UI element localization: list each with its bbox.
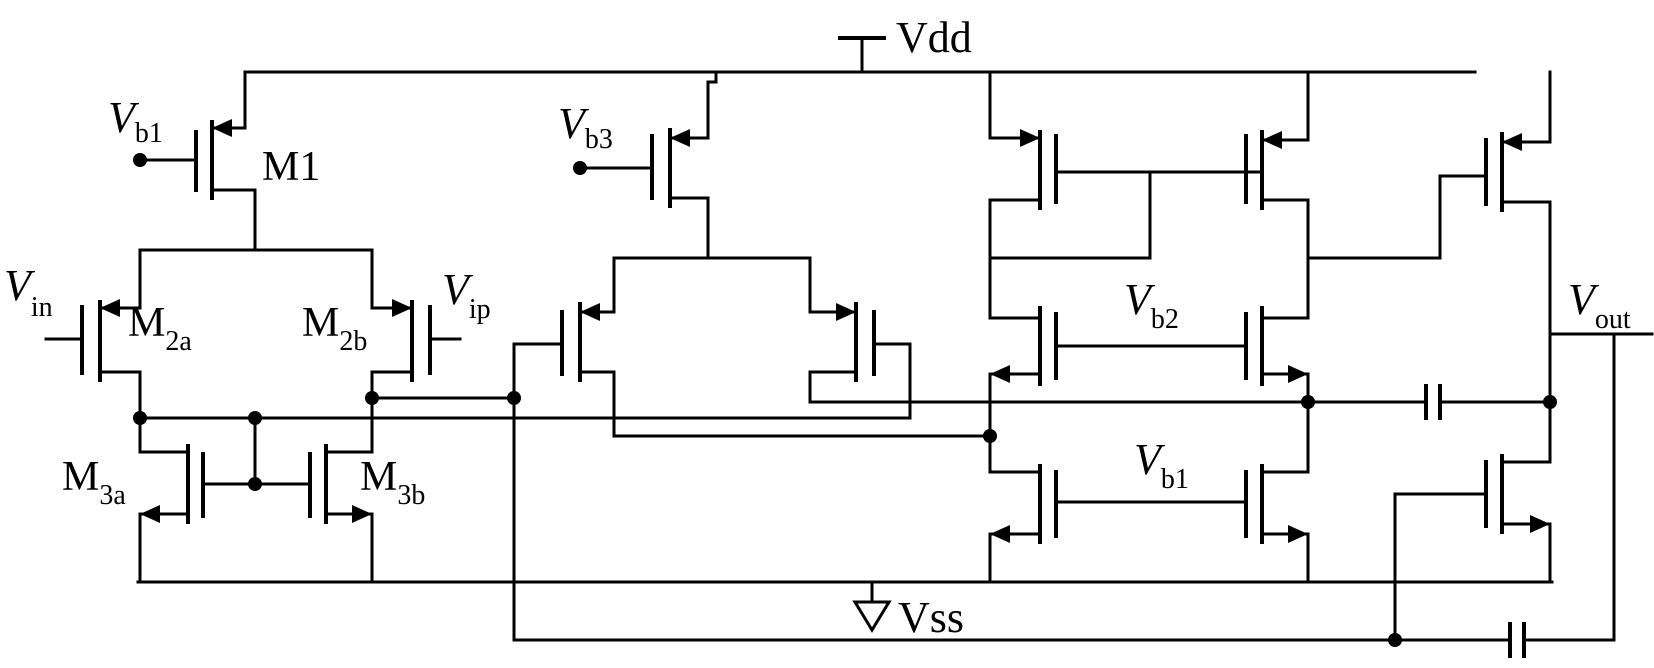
vout-label: Vout <box>1568 275 1631 335</box>
vb1-top-label: Vb1 <box>108 93 163 149</box>
vss-rail <box>136 580 1554 633</box>
miller-capacitor <box>1306 384 1552 420</box>
transistor-output-nmos <box>1393 454 1552 642</box>
transistor-output-pmos <box>1438 70 1552 464</box>
transistor-m1 <box>141 70 257 252</box>
feedback-capacitor <box>1393 332 1616 658</box>
node-mirror-gate <box>248 477 262 491</box>
transistor-mid-left <box>512 256 1397 642</box>
vb1-input-node <box>133 153 147 167</box>
transistor-pmos-load-right <box>1244 70 1310 320</box>
transistor-m3b <box>253 396 374 584</box>
transistor-nmos-right <box>1244 460 1310 584</box>
transistor-m3a <box>138 416 257 584</box>
vin-label: Vin <box>4 261 53 323</box>
m3a-label: M3a <box>62 454 126 511</box>
m1-label: M1 <box>262 144 320 190</box>
transistor-m2a <box>44 248 142 420</box>
transistor-m2b <box>370 248 462 400</box>
vb2-label: Vb2 <box>1124 275 1179 335</box>
m2a-label: M2a <box>128 300 192 357</box>
vdd-label: Vdd <box>896 13 972 62</box>
transistor-nmos-left <box>988 434 1248 584</box>
vss-label: Vss <box>898 593 964 642</box>
wire-first-stage-out <box>1306 174 1442 260</box>
m2b-label: M2b <box>302 300 367 357</box>
transistor-cascode-left <box>988 256 1248 438</box>
transistor-cascode-right <box>1244 306 1310 464</box>
vip-label: Vip <box>442 265 491 325</box>
vb1-right-label: Vb1 <box>1134 435 1189 495</box>
vb3-input-node <box>573 161 587 175</box>
m3b-label: M3b <box>360 454 425 511</box>
transistor-mid-right <box>808 256 1310 420</box>
transistor-pmos-load-left <box>988 70 1264 260</box>
vb3-label: Vb3 <box>558 99 613 155</box>
transistor-vb3 <box>580 70 718 260</box>
vdd-rail <box>243 36 1477 74</box>
